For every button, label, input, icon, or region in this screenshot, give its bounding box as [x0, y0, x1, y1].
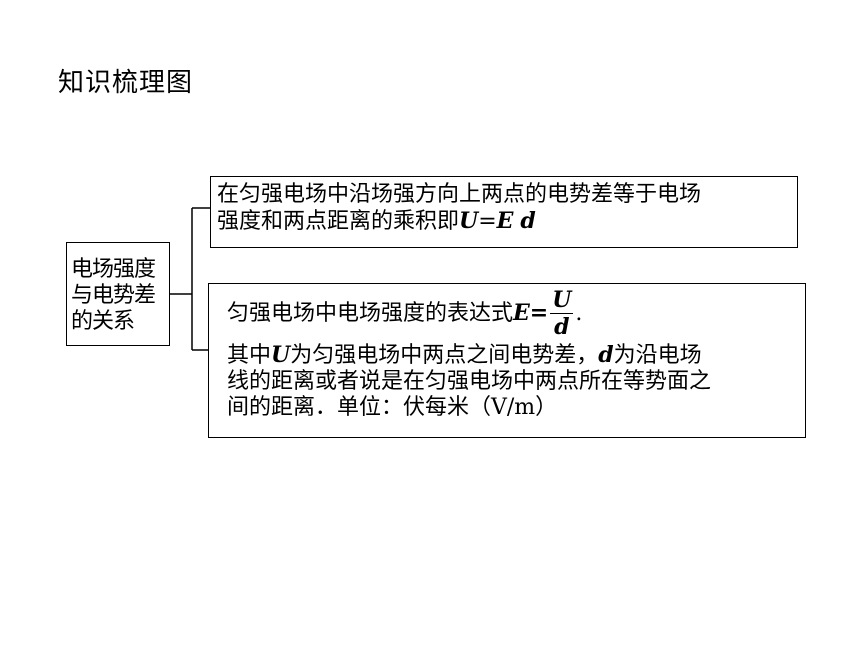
formula-end: .: [575, 300, 583, 326]
symbol-d: d: [598, 342, 614, 368]
branch2-line: 其中U为匀强电场中两点之间电势差，d为沿电场: [227, 342, 799, 369]
center-node-line: 与电势差: [71, 283, 156, 308]
symbol-U: U: [271, 342, 291, 368]
symbol-E: E: [513, 299, 530, 326]
page-title: 知识梳理图: [58, 68, 194, 98]
symbol-equals: =: [529, 299, 549, 326]
branch2-text: 其中: [227, 343, 272, 368]
branch2-text: 为匀强电场中两点之间电势差，: [290, 343, 599, 368]
center-node: 电场强度 与电势差 的关系: [66, 242, 170, 346]
symbol-d: d: [520, 208, 536, 234]
branch2-line: 间的距离．单位：伏每米（V/m）: [227, 395, 558, 420]
fraction-numerator: U: [552, 286, 572, 313]
branch1-line: 强度和两点距离的乘积即U=E d: [217, 208, 791, 235]
symbol-U: U: [459, 208, 479, 234]
center-node-line: 电场强度: [71, 257, 156, 282]
formula-prefix: 匀强电场中电场强度的表达式: [227, 300, 514, 326]
symbol-equals: =: [478, 209, 497, 234]
fraction-U-over-d: U d: [550, 286, 574, 340]
branch1-line: 在匀强电场中沿场强方向上两点的电势差等于电场: [217, 182, 702, 207]
branch-node-field-strength: 匀强电场中电场强度的表达式 E = U d . 其中U为匀强电场中两点之间电势差…: [208, 283, 806, 438]
fraction-denominator: d: [554, 313, 570, 340]
formula-row: 匀强电场中电场强度的表达式 E = U d .: [227, 284, 799, 342]
center-node-line: 的关系: [71, 309, 135, 334]
branch2-line: 线的距离或者说是在匀强电场中两点所在等势面之: [227, 369, 712, 394]
branch2-text: 为沿电场: [613, 343, 702, 368]
branch-node-formula-ued: 在匀强电场中沿场强方向上两点的电势差等于电场 强度和两点距离的乘积即U=E d: [210, 176, 798, 248]
branch1-text: 强度和两点距离的乘积即: [217, 209, 460, 234]
fraction-bar: [550, 312, 574, 314]
symbol-E: E: [496, 208, 514, 234]
